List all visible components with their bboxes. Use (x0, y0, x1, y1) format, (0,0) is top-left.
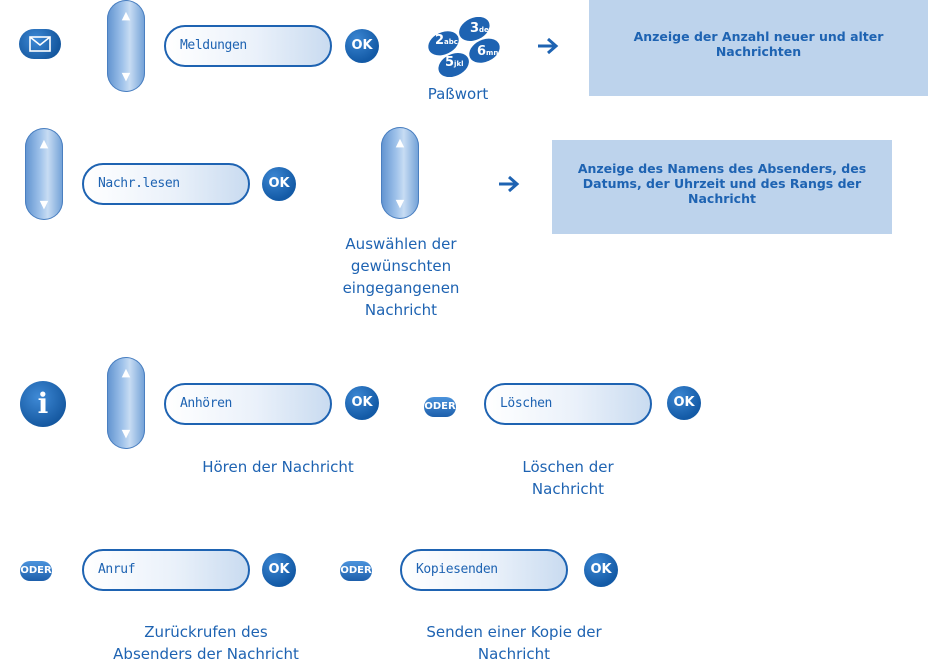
navigator-up-down[interactable]: ▲ ▼ (107, 0, 145, 92)
ok-button[interactable]: OK (345, 29, 379, 63)
caption-select-message: Auswählen der gewünschten eingegangenen … (342, 235, 460, 319)
arrow-up-icon[interactable]: ▲ (121, 366, 131, 379)
arrow-down-icon[interactable]: ▼ (121, 427, 131, 440)
display-key-label: Kopiesenden (416, 562, 498, 577)
display-key-label: Meldungen (180, 38, 247, 53)
display-key-loeschen[interactable]: Löschen (484, 383, 652, 425)
right-arrow-icon (538, 37, 559, 55)
display-key-kopiesenden[interactable]: Kopiesenden (400, 549, 568, 591)
ok-button[interactable]: OK (584, 553, 618, 587)
arrow-up-icon[interactable]: ▲ (121, 9, 131, 22)
oder-badge: ODER (340, 561, 372, 581)
result-text: Anzeige der Anzahl neuer und alter Nachr… (633, 29, 884, 59)
navigator-up-down[interactable]: ▲ ▼ (107, 357, 145, 449)
caption-listen: Hören der Nachricht (202, 458, 354, 476)
ok-button[interactable]: OK (262, 553, 296, 587)
keypad-icon[interactable]: 2abc 3def 5jkl 6mno (423, 16, 505, 78)
caption-send-copy: Senden einer Kopie der Nachricht (426, 623, 602, 663)
display-key-label: Löschen (500, 396, 552, 411)
result-text: Anzeige des Namens des Absenders, des Da… (577, 161, 867, 206)
arrow-down-icon[interactable]: ▼ (121, 70, 131, 83)
display-key-label: Anhören (180, 396, 232, 411)
display-key-meldungen[interactable]: Meldungen (164, 25, 332, 67)
display-key-label: Anruf (98, 562, 136, 577)
result-box-message-details: Anzeige des Namens des Absenders, des Da… (552, 140, 892, 234)
ok-button[interactable]: OK (667, 386, 701, 420)
navigator-up-down[interactable]: ▲ ▼ (25, 128, 63, 220)
info-icon[interactable]: i (20, 381, 66, 427)
right-arrow-icon (499, 175, 520, 193)
arrow-up-icon[interactable]: ▲ (395, 136, 405, 149)
result-box-message-count: Anzeige der Anzahl neuer und alter Nachr… (589, 0, 928, 96)
key-6[interactable]: 6mno (477, 44, 504, 59)
display-key-anruf[interactable]: Anruf (82, 549, 250, 591)
display-key-anhoeren[interactable]: Anhören (164, 383, 332, 425)
display-key-label: Nachr.lesen (98, 176, 180, 191)
message-envelope-icon[interactable] (19, 29, 61, 59)
arrow-down-icon[interactable]: ▼ (39, 198, 49, 211)
ok-button[interactable]: OK (345, 386, 379, 420)
key-3[interactable]: 3def (470, 21, 492, 36)
caption-delete: Löschen der Nachricht (522, 458, 614, 498)
arrow-up-icon[interactable]: ▲ (39, 137, 49, 150)
arrow-down-icon[interactable]: ▼ (395, 197, 405, 210)
ok-button[interactable]: OK (262, 167, 296, 201)
navigator-up-down[interactable]: ▲ ▼ (381, 127, 419, 219)
key-2[interactable]: 2abc (435, 33, 458, 48)
caption-call-back: Zurückrufen des Absenders der Nachricht (113, 623, 299, 663)
oder-badge: ODER (424, 397, 456, 417)
caption-password: Paßwort (427, 85, 489, 103)
display-key-nachr-lesen[interactable]: Nachr.lesen (82, 163, 250, 205)
key-5[interactable]: 5jkl (445, 55, 464, 70)
oder-badge: ODER (20, 561, 52, 581)
